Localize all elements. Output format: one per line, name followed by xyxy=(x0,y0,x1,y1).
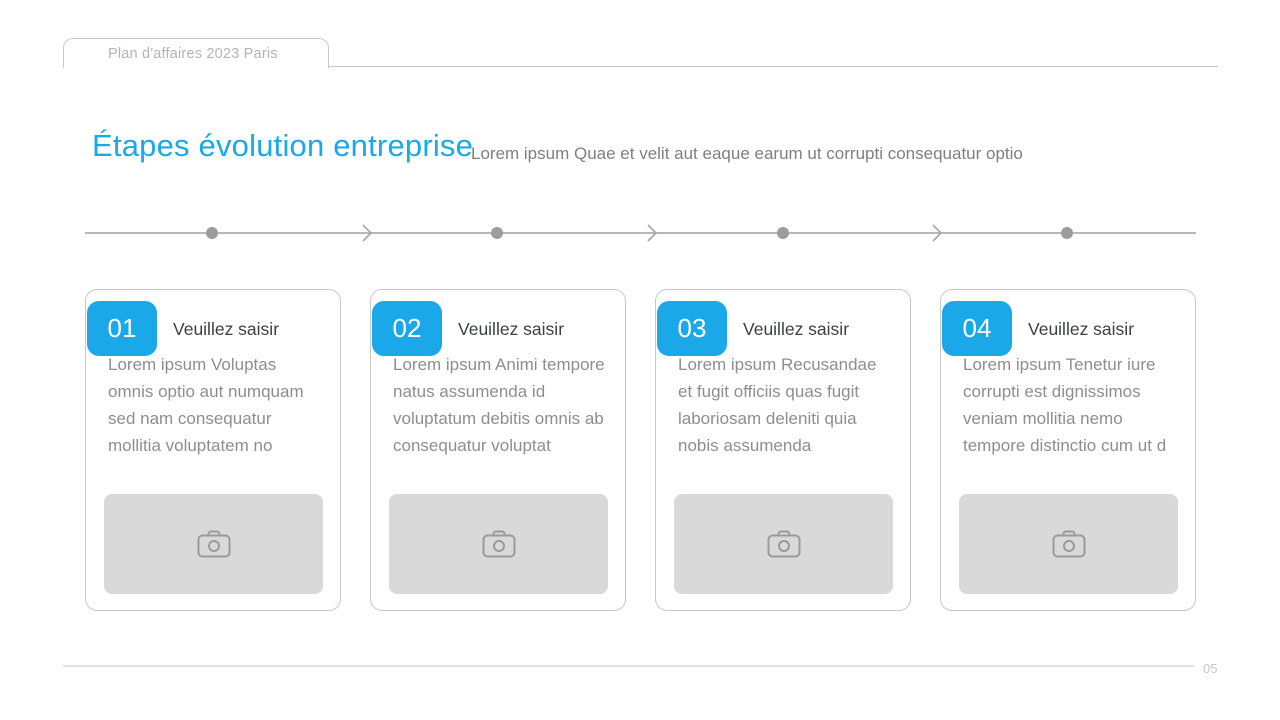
slide-tab: Plan d'affaires 2023 Paris xyxy=(63,38,329,68)
image-placeholder[interactable] xyxy=(959,494,1178,594)
camera-icon xyxy=(1052,530,1085,558)
camera-icon xyxy=(197,530,230,558)
chevron-right-icon xyxy=(932,224,943,242)
image-placeholder[interactable] xyxy=(674,494,893,594)
step-card-1: 01 Veuillez saisir Lorem ipsum Voluptas … xyxy=(85,289,341,611)
step-number: 03 xyxy=(677,313,707,343)
step-body-text[interactable]: Lorem ipsum Voluptas omnis optio aut num… xyxy=(108,357,304,455)
camera-icon xyxy=(767,530,800,558)
page-number: 05 xyxy=(1203,661,1218,676)
step-number-badge: 01 xyxy=(87,301,157,356)
page-subtitle[interactable]: Lorem ipsum Quae et velit aut eaque earu… xyxy=(471,144,1023,163)
step-title-placeholder[interactable]: Veuillez saisir xyxy=(743,319,850,339)
step-card-4: 04 Veuillez saisir Lorem ipsum Tenetur i… xyxy=(940,289,1196,611)
timeline-dot xyxy=(206,227,218,239)
chevron-right-icon xyxy=(647,224,658,242)
step-number-badge: 03 xyxy=(657,301,727,356)
step-number-badge: 02 xyxy=(372,301,442,356)
step-card-2: 02 Veuillez saisir Lorem ipsum Animi tem… xyxy=(370,289,626,611)
image-placeholder[interactable] xyxy=(104,494,323,594)
step-number: 02 xyxy=(392,313,422,343)
timeline-line xyxy=(85,232,1196,234)
header-divider xyxy=(328,66,1218,67)
step-body-text[interactable]: Lorem ipsum Tenetur iure corrupti est di… xyxy=(963,357,1167,455)
timeline-dot xyxy=(777,227,789,239)
step-number: 04 xyxy=(962,313,992,343)
step-card-3: 03 Veuillez saisir Lorem ipsum Recusanda… xyxy=(655,289,911,611)
page-title[interactable]: Étapes évolution entreprise xyxy=(92,128,474,163)
step-title-placeholder[interactable]: Veuillez saisir xyxy=(173,319,280,339)
step-body-text[interactable]: Lorem ipsum Recusandae et fugit officiis… xyxy=(678,357,877,455)
timeline-dot xyxy=(1061,227,1073,239)
timeline-dot xyxy=(491,227,503,239)
camera-icon xyxy=(482,530,515,558)
footer-divider xyxy=(63,665,1194,667)
step-title-placeholder[interactable]: Veuillez saisir xyxy=(1028,319,1135,339)
step-number-badge: 04 xyxy=(942,301,1012,356)
step-number: 01 xyxy=(107,313,137,343)
step-title-placeholder[interactable]: Veuillez saisir xyxy=(458,319,565,339)
chevron-right-icon xyxy=(362,224,373,242)
image-placeholder[interactable] xyxy=(389,494,608,594)
step-body-text[interactable]: Lorem ipsum Animi tempore natus assumend… xyxy=(393,357,605,455)
tab-label: Plan d'affaires 2023 Paris xyxy=(108,45,278,62)
